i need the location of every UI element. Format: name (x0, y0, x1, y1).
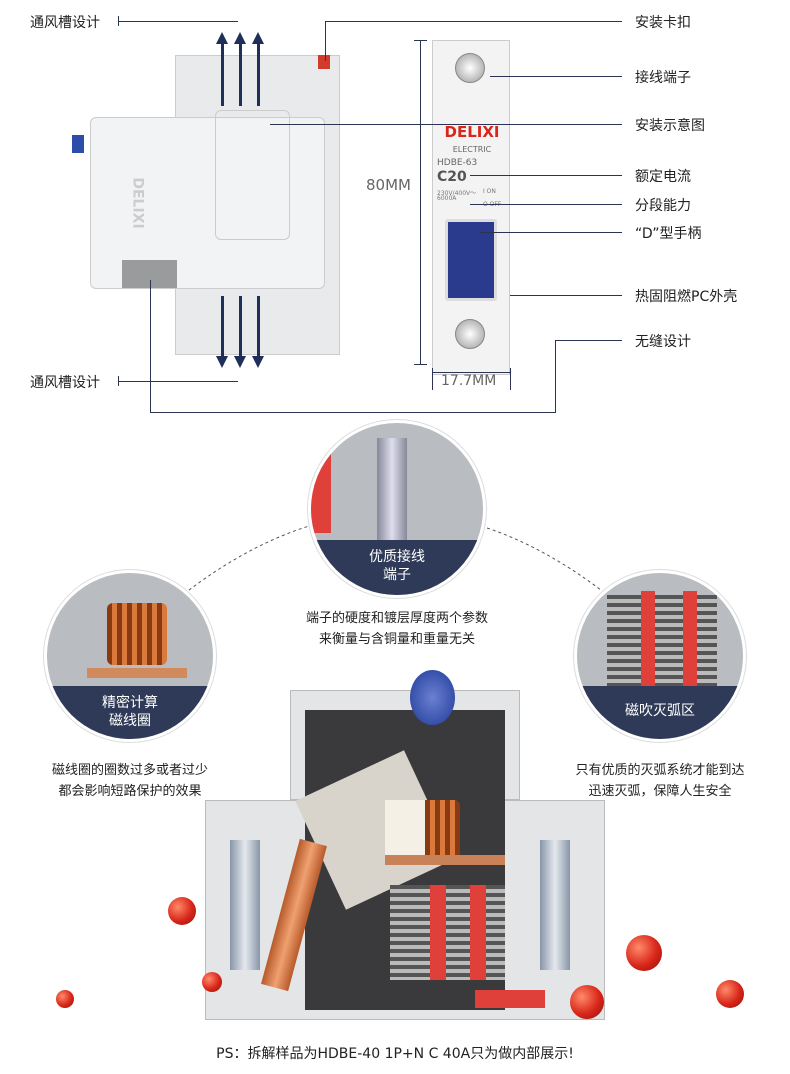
feature-title-1: 精密计算 (102, 694, 158, 711)
side-brand: DELIXI (129, 177, 146, 229)
front-voltage: 230V/400V～ (437, 190, 477, 197)
label-pc-housing: 热固阻燃PC外壳 (635, 289, 738, 305)
desc-line: 迅速灭弧，保障人生安全 (588, 784, 732, 799)
feature-title-2: 磁线圈 (109, 712, 151, 729)
feature-circle-arc-chamber: 磁吹灭弧区 (574, 570, 746, 742)
label-install-diagram: 安装示意图 (635, 118, 705, 134)
desc-line: 只有优质的灭弧系统才能到达 (575, 763, 745, 778)
breaker-side-view: DELIXI (72, 55, 345, 355)
width-dimension: 17.7MM (441, 373, 497, 389)
label-rated-current: 额定电流 (635, 169, 691, 185)
front-capacity: 6000A (437, 195, 457, 202)
label-d-handle: “D”型手柄 (635, 226, 702, 242)
feature-desc-arc-chamber: 只有优质的灭弧系统才能到达迅速灭弧，保障人生安全 (540, 760, 780, 802)
decor-ball (626, 935, 662, 971)
decor-ball (168, 897, 196, 925)
front-rating: C20 (437, 169, 467, 185)
decor-ball (716, 980, 744, 1008)
feature-desc-coil: 磁线圈的圈数过多或者过少都会影响短路保护的效果 (10, 760, 250, 802)
label-terminal: 接线端子 (635, 70, 691, 86)
breaker-cutaway (205, 670, 605, 1035)
desc-line: 磁线圈的圈数过多或者过少 (51, 763, 208, 778)
height-dimension: 80MM (366, 176, 411, 194)
front-model: HDBE-63 (437, 158, 478, 168)
label-vent-top: 通风槽设计 (30, 15, 100, 31)
front-brand: DELIXI (444, 123, 500, 141)
footer-note: PS：拆解样品为HDBE-40 1P+N C 40A只为做内部展示! (216, 1046, 574, 1062)
feature-desc-terminal: 端子的硬度和镀层厚度两个参数来衡量与含铜量和重量无关 (260, 608, 534, 650)
label-mount-clip: 安装卡扣 (635, 15, 691, 31)
front-on: I ON (483, 188, 496, 195)
feature-circle-coil: 精密计算磁线圈 (44, 570, 216, 742)
feature-circle-terminal: 优质接线端子 (308, 420, 486, 598)
label-seamless: 无缝设计 (635, 334, 691, 350)
decor-ball (56, 990, 74, 1008)
label-breaking-capacity: 分段能力 (635, 198, 691, 214)
desc-line: 端子的硬度和镀层厚度两个参数 (305, 611, 488, 626)
label-vent-bottom: 通风槽设计 (30, 375, 100, 391)
decor-ball (202, 972, 222, 992)
desc-line: 都会影响短路保护的效果 (58, 784, 202, 799)
feature-title-1: 磁吹灭弧区 (625, 702, 695, 719)
front-sub: ELECTRIC (452, 145, 492, 154)
desc-line: 来衡量与含铜量和重量无关 (318, 632, 475, 647)
feature-title-2: 端子 (383, 566, 411, 583)
feature-title-1: 优质接线 (369, 548, 425, 565)
breaker-front-view: DELIXI ELECTRIC HDBE-63 C20 230V/400V～ 6… (432, 40, 510, 375)
decor-ball (570, 985, 604, 1019)
